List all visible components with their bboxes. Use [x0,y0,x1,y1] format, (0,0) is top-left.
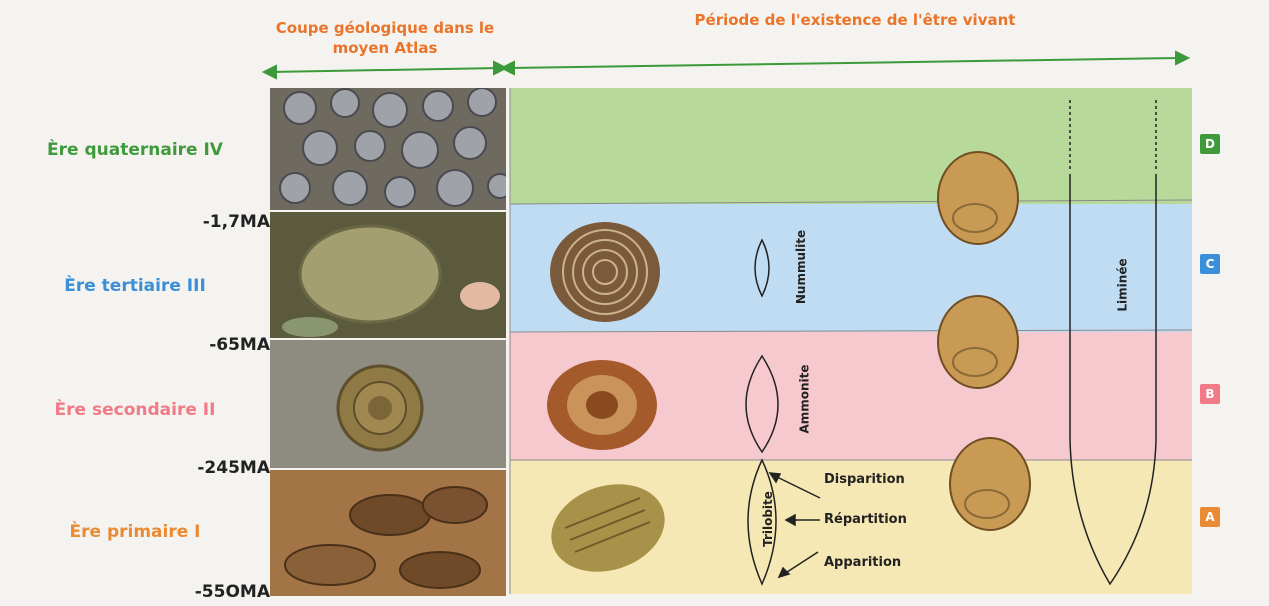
liminee-label: Liminée [1116,258,1130,311]
nummulite-label: Nummulite [794,230,808,304]
annotation-repartition: Répartition [824,512,907,527]
ammonite-specimen [547,360,657,450]
annotation-disparition: Disparition [824,472,905,487]
era-box-b: B [1200,384,1220,404]
ammonite-range [746,356,778,452]
trilobite-label: Trilobite [761,491,775,547]
nummulite-specimen [550,222,660,322]
snail-shell [938,152,1030,530]
trilobite-specimen [540,470,676,586]
nummulite-range [755,240,769,296]
era-box-c: C [1200,254,1220,274]
era-box-d: D [1200,134,1220,154]
ammonite-label: Ammonite [798,364,812,433]
annotation-apparition: Apparition [824,555,901,570]
era-box-a: A [1200,507,1220,527]
liminee-range [1070,174,1156,584]
